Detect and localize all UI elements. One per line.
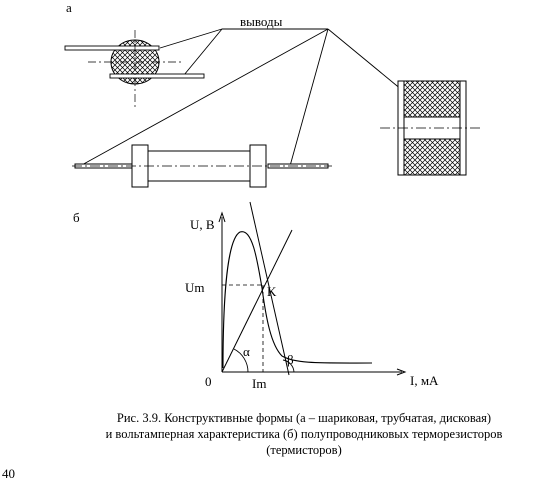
um-label: Um — [185, 280, 205, 295]
leads-label: выводы — [240, 14, 283, 29]
alpha-label: α — [243, 344, 250, 359]
caption-line-3: (термисторов) — [266, 443, 342, 457]
origin-line — [221, 229, 293, 373]
iv-graph: U, В I, мА 0 Um Im K α β — [185, 201, 439, 391]
x-axis-label: I, мА — [410, 373, 439, 388]
tubular-thermistor — [72, 144, 332, 188]
beta-arc — [282, 359, 295, 373]
disc-thermistor — [380, 80, 480, 176]
im-label: Im — [252, 376, 266, 391]
page-number: 40 — [2, 466, 15, 481]
x-axis-arrow — [396, 368, 407, 376]
beta-label: β — [287, 352, 294, 367]
bead-thermistor — [64, 30, 205, 110]
lead-leader-lines — [79, 28, 403, 167]
y-axis-label: U, В — [190, 217, 215, 232]
figure-3-9: а выводы б — [64, 0, 480, 391]
iv-curve — [222, 231, 373, 369]
point-k-label: K — [267, 284, 277, 299]
figure-caption: Рис. 3.9. Конструктивные формы (а – шари… — [60, 410, 548, 458]
part-a-label: а — [66, 0, 72, 15]
alpha-arc — [233, 348, 249, 373]
y-axis-arrow — [218, 211, 226, 223]
part-b-label: б — [73, 210, 80, 225]
caption-line-1: Рис. 3.9. Конструктивные формы (а – шари… — [116, 411, 492, 425]
origin-label: 0 — [205, 374, 212, 389]
tangent-line — [249, 201, 290, 376]
caption-line-2: и вольтамперная характеристика (б) полуп… — [105, 427, 503, 441]
